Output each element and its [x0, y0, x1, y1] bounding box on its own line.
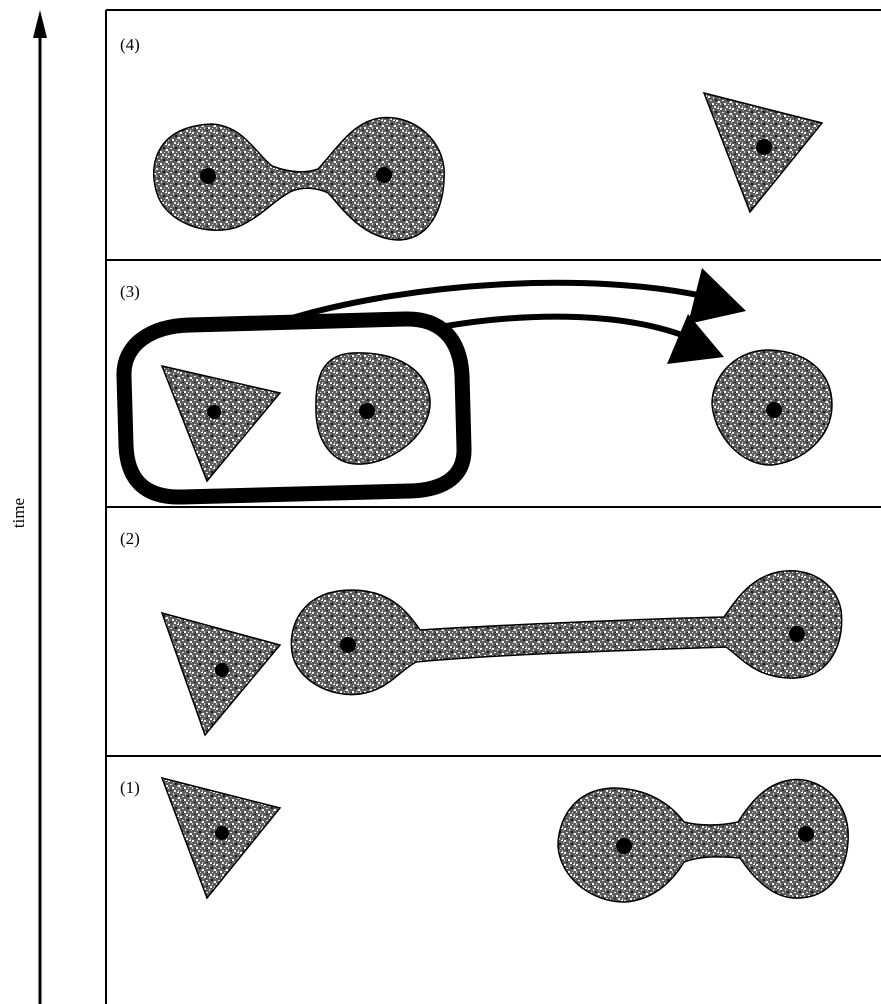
nucleus-dot	[215, 663, 229, 677]
nucleus-dot	[340, 637, 356, 653]
transfer-arrow-upper	[292, 283, 712, 318]
time-axis-label: time	[9, 498, 28, 528]
panel-label-3: (3)	[120, 282, 140, 301]
nucleus-dot	[215, 826, 229, 840]
nucleus-dot	[376, 167, 392, 183]
transfer-arrowhead-upper	[688, 268, 746, 324]
nucleus-dot	[798, 826, 814, 842]
transfer-arrow-lower	[440, 317, 690, 338]
panel-1: (1)	[120, 778, 848, 902]
nucleus-dot	[766, 402, 782, 418]
panel-2: (2)	[120, 529, 842, 735]
panel-label-4: (4)	[120, 35, 140, 54]
time-axis-arrowhead	[33, 10, 47, 38]
dumbbell-blob-4	[154, 117, 444, 240]
stretched-dumbbell-blob-2	[291, 571, 841, 695]
panel-3: (3)	[120, 268, 832, 497]
nucleus-dot	[207, 405, 221, 419]
panel-label-2: (2)	[120, 529, 140, 548]
time-axis: time	[9, 10, 47, 1004]
nucleus-dot	[756, 139, 772, 155]
triangle-blob-3	[162, 366, 280, 481]
nucleus-dot	[359, 403, 375, 419]
nucleus-dot	[789, 626, 805, 642]
panel-label-1: (1)	[120, 778, 140, 797]
nucleus-dot	[616, 838, 632, 854]
panel-4: (4)	[120, 35, 822, 240]
nucleus-dot	[200, 168, 216, 184]
